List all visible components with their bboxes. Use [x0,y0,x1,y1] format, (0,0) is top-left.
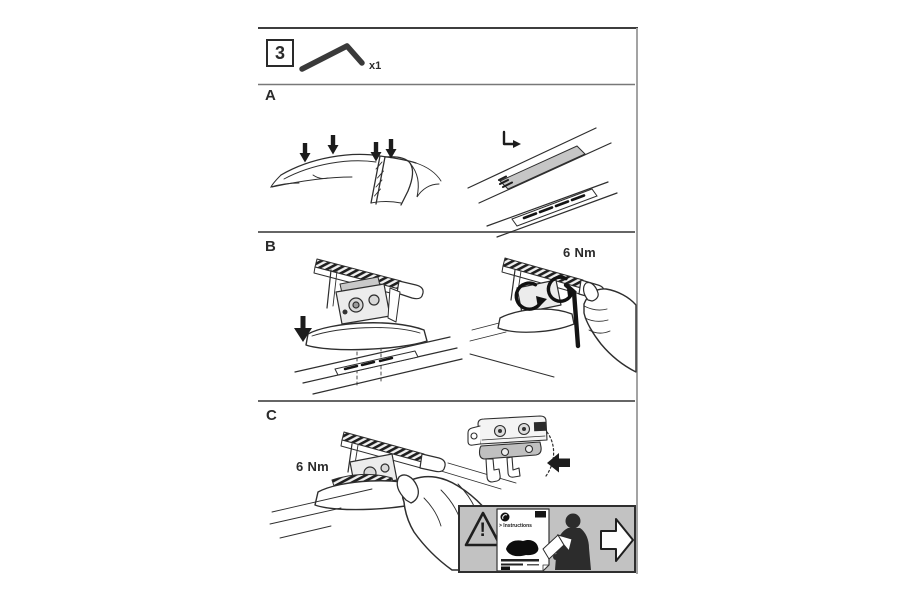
torque-label-c: 6 Nm [296,459,329,474]
down-arrow-icon [294,316,312,342]
torque-label-b: 6 Nm [563,245,596,260]
slide-arrow-icon [502,130,521,148]
step-number-box: 3 [266,39,294,67]
hex-key-tool [563,282,581,349]
warning-triangle-icon [464,511,502,547]
section-a-label: A [265,87,276,104]
foot-press-illustration [269,431,517,571]
down-arrow-icon [299,135,397,163]
instruction-booklet [496,508,550,572]
person-reading-silhouette [542,513,591,570]
bracket-detail-illustration [467,415,555,483]
step-number: 3 [274,43,285,63]
foot-placement-illustration [294,258,463,395]
info-panel [458,505,636,573]
roof-rail-cover-illustration [467,127,618,238]
torque-tightening-illustration [469,257,637,378]
next-arrow-icon [600,518,634,562]
warning-exclamation: ! [479,520,486,541]
page-frame [258,27,638,574]
section-c-label: C [266,407,277,424]
section-b-label: B [265,238,276,255]
hex-key-icon [299,43,365,72]
tool-quantity-label: x1 [369,60,382,72]
manual-title: > Instructions [499,523,532,529]
car-roof-mounting-illustration [270,153,442,206]
left-arrow-icon [547,453,570,473]
